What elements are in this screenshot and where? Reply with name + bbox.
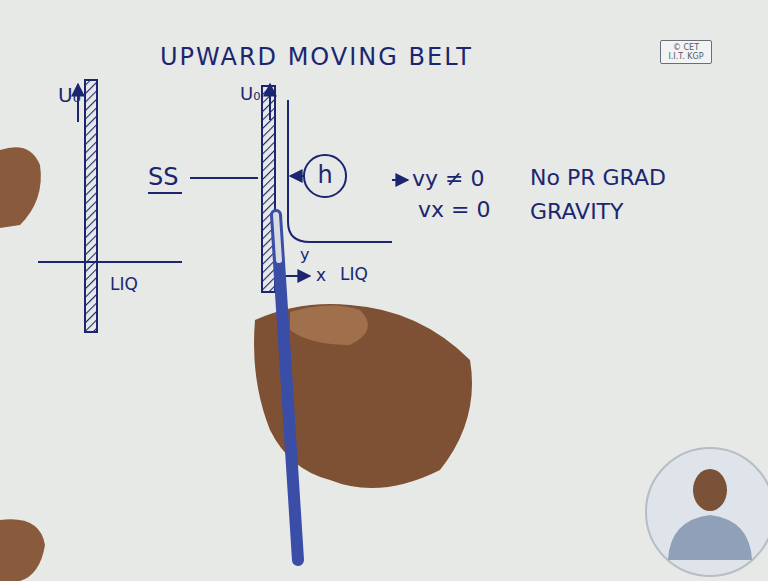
velocity-arrow [269, 84, 271, 120]
title: UPWARD MOVING BELT [160, 44, 473, 70]
belt [85, 80, 97, 332]
hand [0, 519, 45, 581]
condition-text: No PR GRAD [530, 166, 666, 190]
logo-text: © CET I.I.T. KGP [664, 43, 708, 61]
axis-label: y [300, 246, 309, 264]
bullet-arrow [392, 179, 408, 181]
hand [0, 147, 41, 228]
finger [290, 305, 368, 345]
velocity-label: U₀ [240, 84, 260, 104]
condition-text: vx = 0 [418, 198, 490, 222]
underline [148, 192, 182, 194]
circled-symbol: h [303, 154, 347, 198]
presenter-body [668, 515, 752, 560]
thickness-arrow [290, 175, 303, 177]
state-label: SS [148, 164, 178, 190]
axis-label: x [316, 266, 326, 285]
velocity-label: U₀ [58, 84, 81, 106]
liquid-film [288, 100, 392, 242]
condition-text: GRAVITY [530, 200, 624, 224]
symbol-text: h [317, 162, 332, 190]
liquid-label: LIQ [340, 265, 368, 284]
condition-text: vy ≠ 0 [412, 167, 484, 191]
liquid-label: LIQ [110, 275, 138, 294]
liquid-surface [38, 261, 182, 263]
presenter-inset [646, 448, 768, 576]
logo-box: © CET I.I.T. KGP [660, 40, 712, 64]
pen-tip [276, 215, 279, 260]
presenter-head [693, 469, 727, 511]
pen [276, 215, 298, 560]
pointer-line [190, 177, 258, 179]
